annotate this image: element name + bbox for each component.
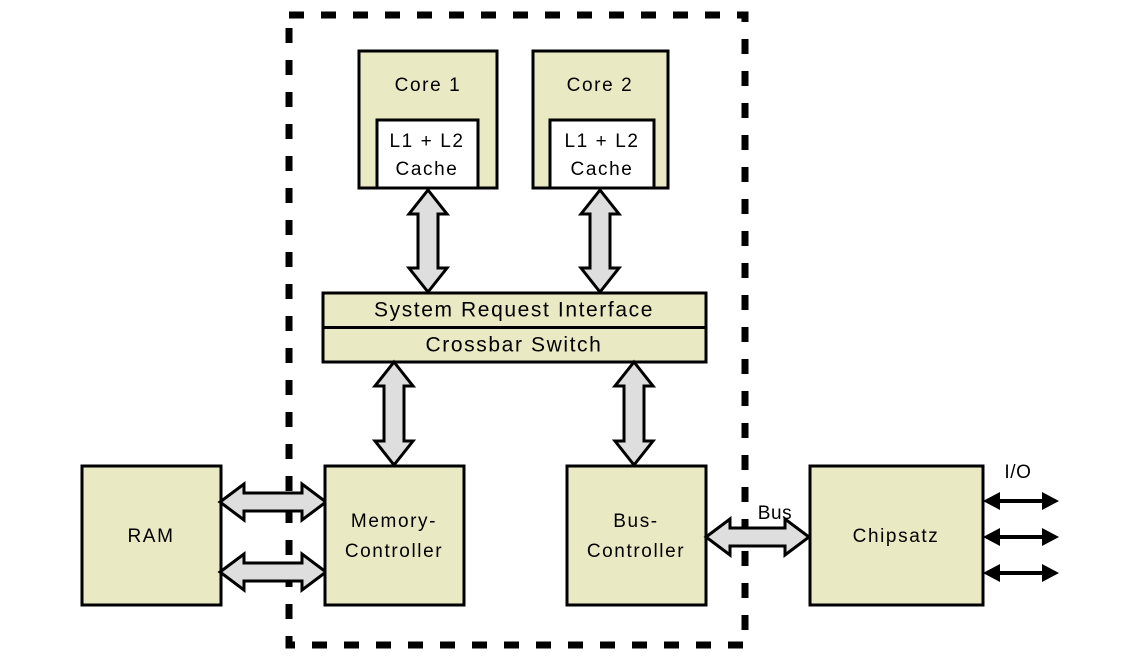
system-request-crossbar-block[interactable]: System Request Interface Crossbar Switch [321,291,708,364]
arrow-crossbar-to-bus-controller [611,359,657,468]
core-1-label: Core 1 [395,75,462,96]
core-1-cache-label-line2: Cache [396,159,459,180]
arrow-core2-to-sri [577,187,623,295]
core-2-block[interactable]: Core 2 L1 + L2 Cache [531,49,670,190]
bus-controller-label-line1: Bus- [613,511,658,532]
ram-label: RAM [127,526,174,547]
memory-controller-label-line1: Memory- [351,511,437,532]
chipsatz-box [808,464,985,607]
arrow-bus-controller-to-chipsatz [703,516,812,558]
chipsatz-block[interactable]: Chipsatz [808,464,985,607]
core-1-cache-box [375,118,480,190]
core-1-cache-label-line1: L1 + L2 [389,131,464,152]
arrow-crossbar-to-memory-controller [371,359,417,468]
crossbar-switch-label: Crossbar Switch [426,334,603,357]
core-2-cache-box [548,118,656,190]
ram-block[interactable]: RAM [80,464,223,607]
bus-controller-block[interactable]: Bus- Controller [565,464,708,607]
io-arrow-2 [983,528,1059,546]
memory-controller-block[interactable]: Memory- Controller [323,464,466,607]
bus-label: Bus [758,503,793,524]
cpu-die-dashed-boundary [285,11,749,649]
core-1-block[interactable]: Core 1 L1 + L2 Cache [357,49,499,190]
system-request-interface-label: System Request Interface [374,299,654,322]
memory-controller-box [323,464,466,607]
bus-controller-box [565,464,708,607]
io-label: I/O [1004,462,1031,483]
arrow-ram-to-memory-controller-upper [217,481,329,523]
io-arrow-1 [983,492,1059,510]
core-2-label: Core 2 [567,75,634,96]
core-2-cache-label-line2: Cache [571,159,634,180]
memory-controller-label-line2: Controller [345,541,443,562]
chipsatz-label: Chipsatz [853,526,940,547]
arrow-ram-to-memory-controller-lower [217,551,329,593]
arrow-core1-to-sri [405,187,451,295]
bus-controller-label-line2: Controller [587,541,685,562]
core-2-cache-label-line1: L1 + L2 [564,131,639,152]
ram-box [80,464,223,607]
io-arrow-3 [983,564,1059,582]
